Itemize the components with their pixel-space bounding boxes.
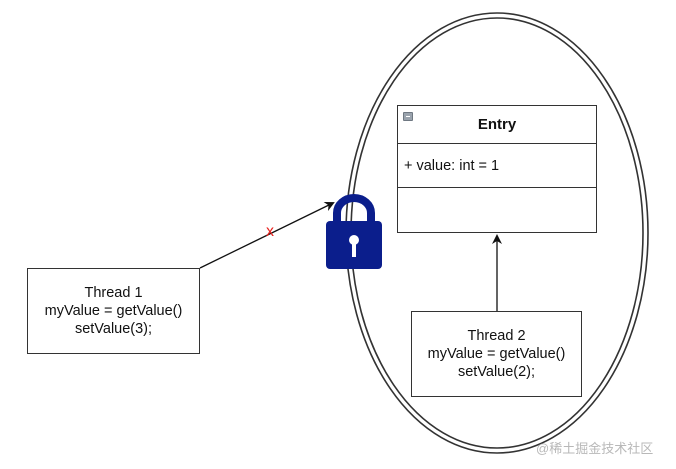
entry-class-name: Entry: [477, 116, 517, 133]
entry-class-methods: [398, 188, 596, 234]
thread1-box[interactable]: Thread 1 myValue = getValue() setValue(3…: [27, 268, 200, 354]
thread2-title: Thread 2: [467, 328, 526, 344]
lock-icon: [326, 194, 382, 269]
entry-class-box[interactable]: Entry + value: int = 1: [397, 105, 597, 233]
thread1-arrow: [199, 202, 335, 269]
blocked-marker: x: [266, 223, 274, 240]
thread2-box[interactable]: Thread 2 myValue = getValue() setValue(2…: [411, 311, 582, 397]
watermark: @稀土掘金技术社区: [536, 441, 654, 456]
thread2-line-setvalue: setValue(2);: [457, 364, 536, 380]
entry-class-attributes: + value: int = 1: [398, 144, 596, 188]
thread1-line-setvalue: setValue(3);: [74, 321, 153, 337]
thread2-line-getvalue: myValue = getValue(): [427, 346, 566, 362]
collapse-icon[interactable]: [403, 112, 413, 121]
entry-attribute: + value: int = 1: [404, 157, 500, 174]
thread1-line-getvalue: myValue = getValue(): [44, 303, 183, 319]
entry-class-header: Entry: [398, 106, 596, 144]
thread1-title: Thread 1: [84, 285, 143, 301]
